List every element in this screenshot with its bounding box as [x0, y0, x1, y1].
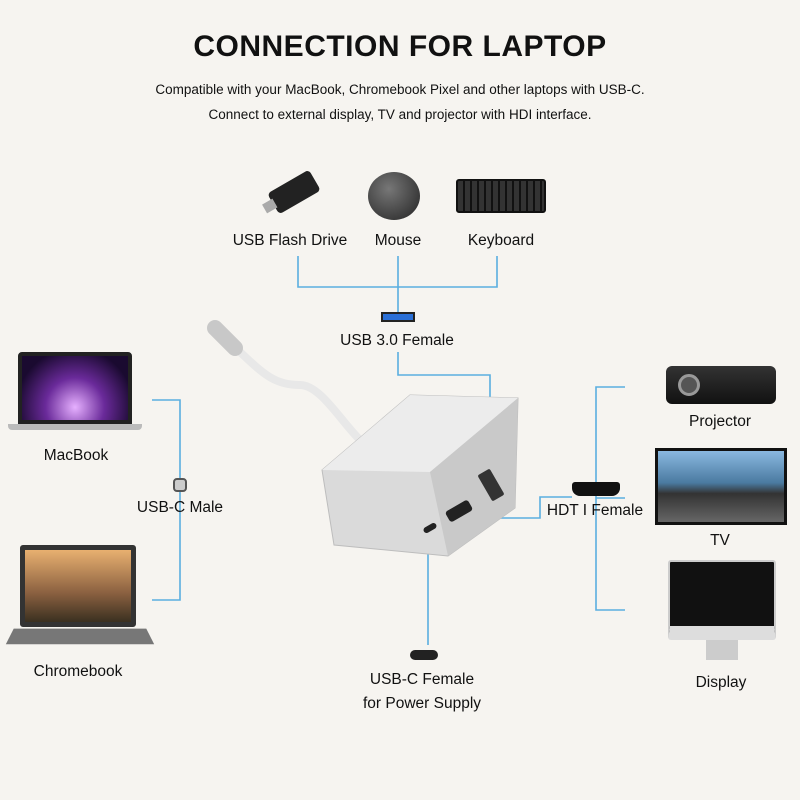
hdmi-port-icon [572, 482, 620, 496]
label-usb-flash-drive: USB Flash Drive [232, 232, 348, 249]
chromebook-keyboard [5, 628, 155, 645]
label-tv: TV [710, 532, 730, 549]
label-mouse: Mouse [374, 232, 422, 249]
label-usb3-female: USB 3.0 Female [340, 332, 454, 349]
label-usbc-male: USB-C Male [136, 499, 224, 516]
label-hdmi-female: HDT I Female [546, 502, 644, 519]
label-power-supply: for Power Supply [362, 695, 482, 712]
usb3-port-icon [381, 312, 415, 322]
projector-image [666, 366, 776, 404]
display-image [668, 560, 776, 640]
macbook-base [8, 424, 142, 430]
macbook-image [18, 352, 132, 424]
subtitle-compatibility: Compatible with your MacBook, Chromebook… [155, 82, 645, 97]
label-projector: Projector [688, 413, 752, 430]
label-keyboard: Keyboard [467, 232, 535, 249]
usbc-female-icon [410, 650, 438, 660]
page-title: CONNECTION FOR LAPTOP [193, 30, 607, 63]
tv-image [655, 448, 787, 525]
mouse-icon [368, 172, 420, 220]
usbc-male-icon [173, 478, 187, 492]
label-macbook: MacBook [43, 447, 109, 464]
label-display: Display [695, 674, 747, 691]
label-chromebook: Chromebook [33, 663, 123, 680]
keyboard-icon [456, 179, 546, 213]
display-stand [706, 640, 738, 660]
subtitle-connect: Connect to external display, TV and proj… [208, 107, 592, 122]
adapter-body [321, 394, 519, 557]
label-usbc-female: USB-C Female [369, 671, 475, 688]
chromebook-image [20, 545, 136, 627]
